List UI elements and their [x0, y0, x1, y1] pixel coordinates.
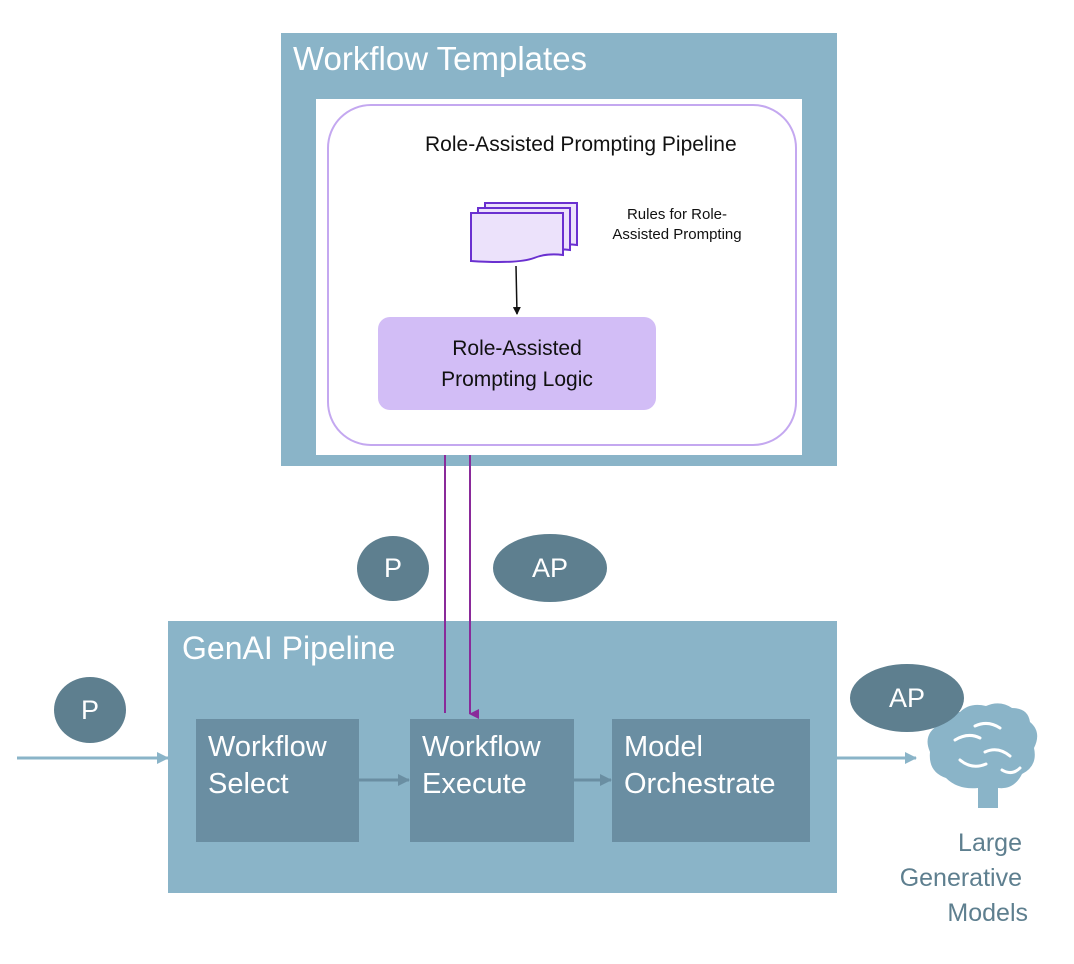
models-label-line3: Models — [947, 899, 1028, 927]
workflow-templates-title: Workflow Templates — [293, 40, 588, 77]
workflow-execute-line1: Workflow — [422, 731, 541, 763]
workflow-select-line1: Workflow — [208, 731, 327, 763]
models-label-line2: Generative — [899, 864, 1022, 892]
workflow-select-line2: Select — [208, 768, 289, 800]
document-stack-icon — [470, 202, 578, 263]
rules-to-logic-arrow — [512, 265, 521, 315]
rules-label: Rules for Role- Assisted Prompting — [592, 205, 762, 245]
prompting-logic-box: Role-Assisted Prompting Logic — [378, 317, 656, 410]
rules-label-line1: Rules for Role- — [626, 206, 728, 223]
augmented-prompt-badge-output: AP — [850, 664, 964, 732]
genai-pipeline-title: GenAI Pipeline — [182, 630, 396, 666]
models-label-line1: Large — [958, 829, 1022, 857]
model-orchestrate-line2: Orchestrate — [624, 768, 776, 800]
workflow-execute-line2: Execute — [422, 768, 527, 800]
rules-label-line2: Assisted Prompting — [612, 226, 742, 243]
prompting-logic-line1: Role-Assisted — [452, 336, 582, 360]
brain-icon — [927, 703, 1038, 808]
model-orchestrate-line1: Model — [624, 731, 703, 763]
large-generative-models-label: Large Generative Models — [880, 826, 1028, 931]
prompt-badge-input: P — [54, 677, 126, 743]
prompt-badge-top: P — [357, 536, 429, 601]
workflow-select-step: Workflow Select — [196, 719, 359, 842]
workflow-execute-step: Workflow Execute — [410, 719, 574, 842]
augmented-prompt-badge-top: AP — [493, 534, 607, 602]
prompting-logic-line2: Prompting Logic — [441, 367, 593, 391]
role-assisted-pipeline-title: Role-Assisted Prompting Pipeline — [425, 133, 737, 156]
model-orchestrate-step: Model Orchestrate — [612, 719, 810, 842]
